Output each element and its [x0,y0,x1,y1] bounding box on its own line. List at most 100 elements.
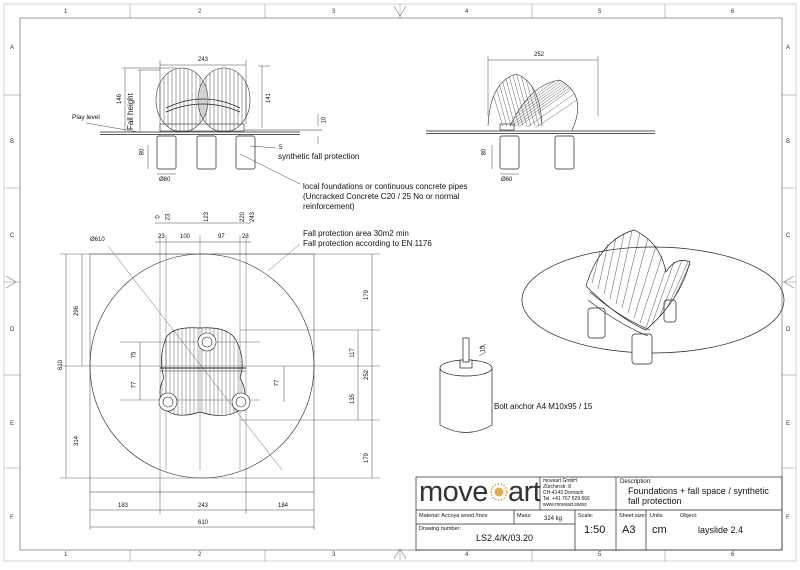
grid-row-f-right: F [786,515,790,521]
front-height-inner-dim: 141 [266,92,273,104]
play-level-label: Play level [72,114,100,121]
centering-marks [5,5,795,560]
grid-row-f-left: F [10,515,14,521]
grid-row-b-right: B [786,139,791,145]
company-line-4: Tel. +41 767 529 566 [543,496,590,502]
grid-col-6-bottom: 6 [731,552,735,558]
bolt-anchor-detail [439,337,493,433]
plan-circle-dia: Ø610 [90,237,105,243]
plan-top-tick-2: 123 [204,211,211,223]
drawing-number-label: Drawing number: [419,526,461,532]
drawing-number-value: LS2.4/K/03.20 [476,533,534,543]
side-width-dim: 252 [534,52,545,58]
fall-height-label: Fall height [125,93,135,131]
grid-col-2-bottom: 2 [198,552,202,558]
plan-top-tick-3: 220 [240,211,247,223]
plan-right-dim-4: 179 [364,452,371,464]
brand-logo-move: move [419,476,488,508]
plan-bottom-dim-2: 184 [278,503,289,509]
front-view [85,60,322,185]
front-foundation-depth: 80 [139,148,146,156]
fall-area-note-line-1: Fall protection area 30m2 min [303,229,409,238]
mass-label: Mass: [517,513,532,519]
mass-value: 324 kg [544,516,563,522]
units-value: cm [652,524,667,536]
grid-col-3-top: 3 [332,9,336,15]
grid-row-d-right: D [786,327,791,333]
grid-ticks [4,4,796,561]
side-view [426,56,655,175]
company-line-3: CH-4143 Dornach [543,490,584,496]
front-ground-dim: 10 [321,116,328,124]
plan-left-dim-0: 296 [74,305,81,317]
plan-right-dim-2: 252 [364,369,371,381]
bolt-dim: 15 [480,345,487,353]
plan-view [60,222,380,530]
front-lobes [155,67,251,133]
plan-top-dim-2: 97 [218,234,225,240]
fall-area-note-line-2: Fall protection according to EN 1176 [303,239,432,248]
grid-col-1-bottom: 1 [64,552,68,558]
front-offset-dim: 5 [279,145,283,151]
object-value: layslide 2.4 [698,525,744,535]
ground-line [100,129,322,135]
grid-col-3-bottom: 3 [332,552,336,558]
plan-left-dim-1: 610 [58,359,65,371]
plan-top-dim-0: 23 [158,234,165,240]
grid-row-a-left: A [10,45,15,51]
grid-col-6-top: 6 [731,9,735,15]
grid-row-a-right: A [786,45,791,51]
side-foundations [499,135,575,170]
units-label: Units [650,513,663,519]
grid-col-2-top: 2 [198,9,202,15]
plan-top-dim-1: 100 [180,234,191,240]
grid-col-4-top: 4 [465,9,469,15]
title-block-frame [415,476,783,551]
brand-logo-art: art [508,476,541,508]
grid-col-4-bottom: 4 [465,552,469,558]
grid-col-5-top: 5 [598,9,602,15]
plan-dimension-lines [65,222,373,530]
plan-top-tick-0: 0 [155,215,162,219]
perspective-slide [585,229,691,337]
plan-bottom-dim-0: 183 [118,503,129,509]
front-foundations [156,135,256,170]
plan-left-dim-2: 314 [74,435,81,447]
plan-right-dim-3: 135 [350,393,357,405]
plan-top-dim-3: 23 [242,234,249,240]
foundations-note-line-1: local foundations or continuous concrete… [303,182,468,191]
grid-col-1-top: 1 [64,9,68,15]
grid-row-e-right: E [786,421,791,427]
material-label: Material: Accoya wood /Inox [419,513,488,519]
description-value: Foundations + fall space / synthetic fal… [628,486,769,507]
front-foundation-dia: Ø60 [159,177,171,183]
sheet-size-value: A3 [622,524,636,536]
perspective-view [521,229,785,365]
side-dimension-lines [487,56,599,175]
sheet-frame [3,3,797,562]
grid-row-e-left: E [10,421,15,427]
plan-right-dim-0: 179 [364,289,371,301]
grid-col-5-bottom: 5 [598,552,602,558]
scale-label: Scale: [578,513,594,519]
foundations-note-line-2: (Uncracked Concrete C20 / 25 No or norma… [303,192,460,201]
grid-row-c-left: C [10,233,15,239]
grid-row-d-left: D [10,327,15,333]
object-label: Object: [680,513,698,519]
company-line-2: Zürcherstr. 8 [543,484,572,490]
scale-value: 1:50 [584,524,606,536]
front-width-dim: 243 [198,57,209,63]
grid-row-c-right: C [786,233,791,239]
bolt-anchor-note: Bolt anchor A4 M10x95 / 15 [494,402,593,411]
plan-bottom-dim-1: 243 [198,503,209,509]
plan-top-tick-1: 23 [165,213,172,221]
side-ground [426,130,655,134]
plan-inner-left-dim-0: 75 [131,351,138,359]
front-height-outer-dim: 146 [117,93,124,105]
logo-sunburst [490,483,508,501]
foundations-note-line-3: reinforcement) [303,202,355,211]
plan-inner-left-dim-1: 77 [131,381,138,389]
sheet-size-label: Sheet size: [619,513,647,519]
